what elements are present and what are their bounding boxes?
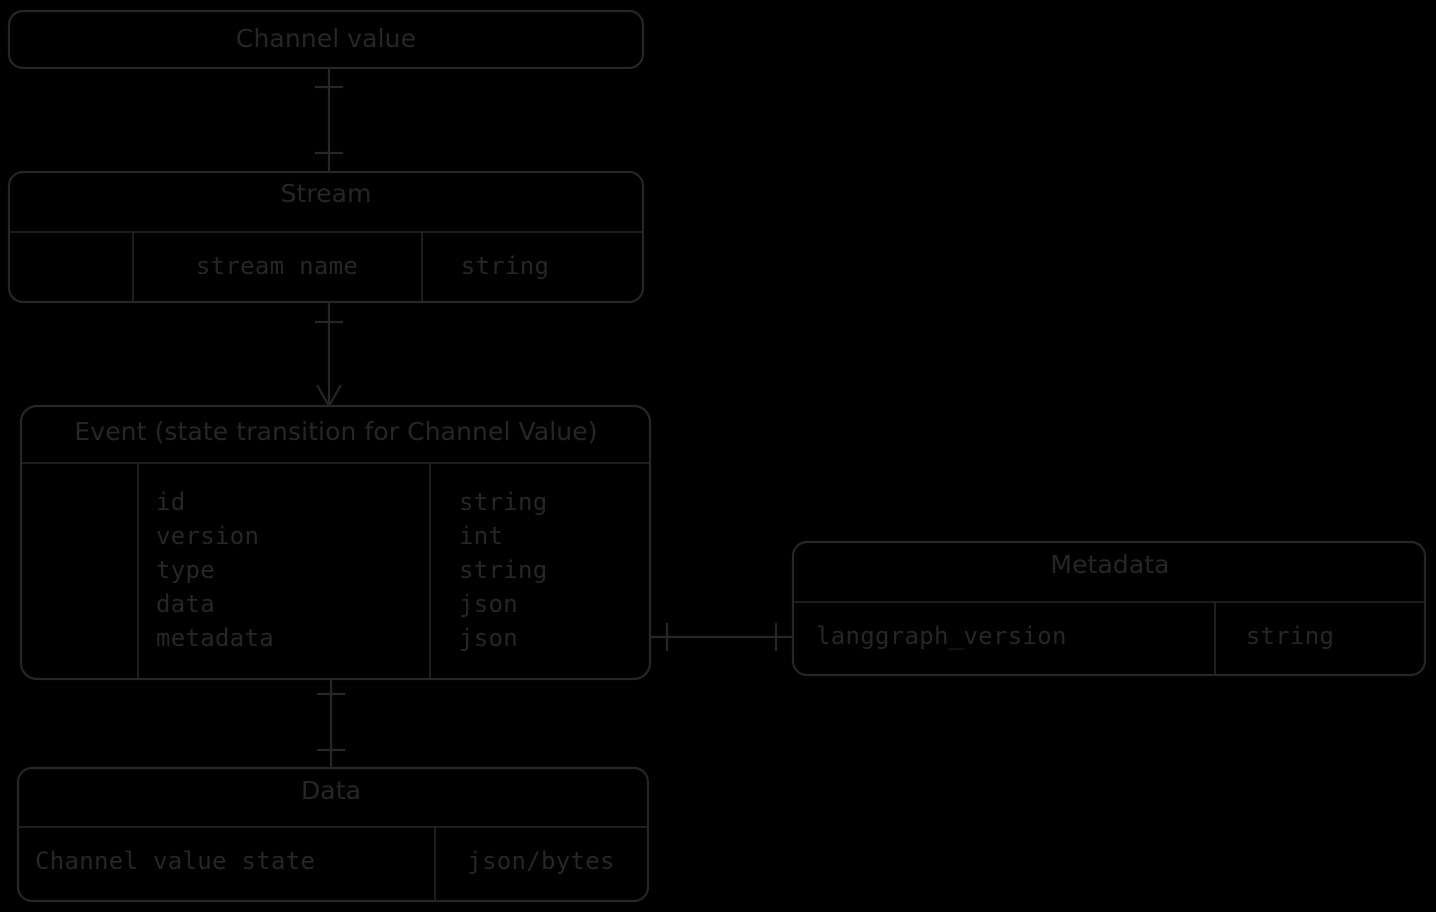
- entity-event-attr-type-3: json: [459, 590, 518, 618]
- relationship-event-data: [317, 679, 345, 768]
- entity-event-attr-type-1: int: [459, 522, 503, 550]
- relationship-event-metadata: [650, 623, 793, 651]
- entity-event-attr-name-4: metadata: [156, 624, 274, 652]
- entity-stream-frame: [7, 170, 645, 304]
- entity-data-frame: [16, 766, 650, 903]
- entity-event-attr-type-4: json: [459, 624, 518, 652]
- entity-event-attr-name-2: type: [156, 556, 215, 584]
- entity-event-frame: [19, 404, 652, 681]
- entity-metadata-attr-type-0: string: [1246, 622, 1335, 650]
- relationship-channelvalue-stream: [315, 68, 343, 172]
- entity-stream-title: Stream: [280, 179, 371, 208]
- entity-metadata[interactable]: Metadata langgraph_version string: [791, 540, 1427, 677]
- entity-event[interactable]: Event (state transition for Channel Valu…: [19, 404, 652, 681]
- entity-stream-attr-name-0: stream name: [196, 252, 358, 280]
- entity-data-attr-name-0: Channel value state: [35, 847, 315, 875]
- entity-event-attr-name-0: id: [156, 488, 186, 516]
- entity-data-attr-type-0: json/bytes: [467, 847, 615, 875]
- relationship-stream-event: [315, 302, 343, 407]
- entity-data-title: Data: [301, 776, 361, 805]
- entity-data[interactable]: Data Channel value state json/bytes: [16, 766, 650, 903]
- entity-channel-value[interactable]: Channel value: [7, 9, 645, 70]
- entity-event-attr-type-0: string: [459, 488, 548, 516]
- entity-metadata-frame: [791, 540, 1427, 677]
- entity-stream[interactable]: Stream stream name string: [7, 170, 645, 304]
- entity-event-attr-name-3: data: [156, 590, 215, 618]
- entity-channel-value-frame: [7, 9, 645, 70]
- entity-stream-attr-type-0: string: [461, 252, 550, 280]
- entity-event-title: Event (state transition for Channel Valu…: [74, 417, 597, 446]
- entity-metadata-attr-name-0: langgraph_version: [816, 622, 1067, 650]
- entity-metadata-title: Metadata: [1050, 550, 1169, 579]
- entity-channel-value-title: Channel value: [236, 24, 416, 53]
- entity-event-attr-name-1: version: [156, 522, 259, 550]
- entity-event-attr-type-2: string: [459, 556, 548, 584]
